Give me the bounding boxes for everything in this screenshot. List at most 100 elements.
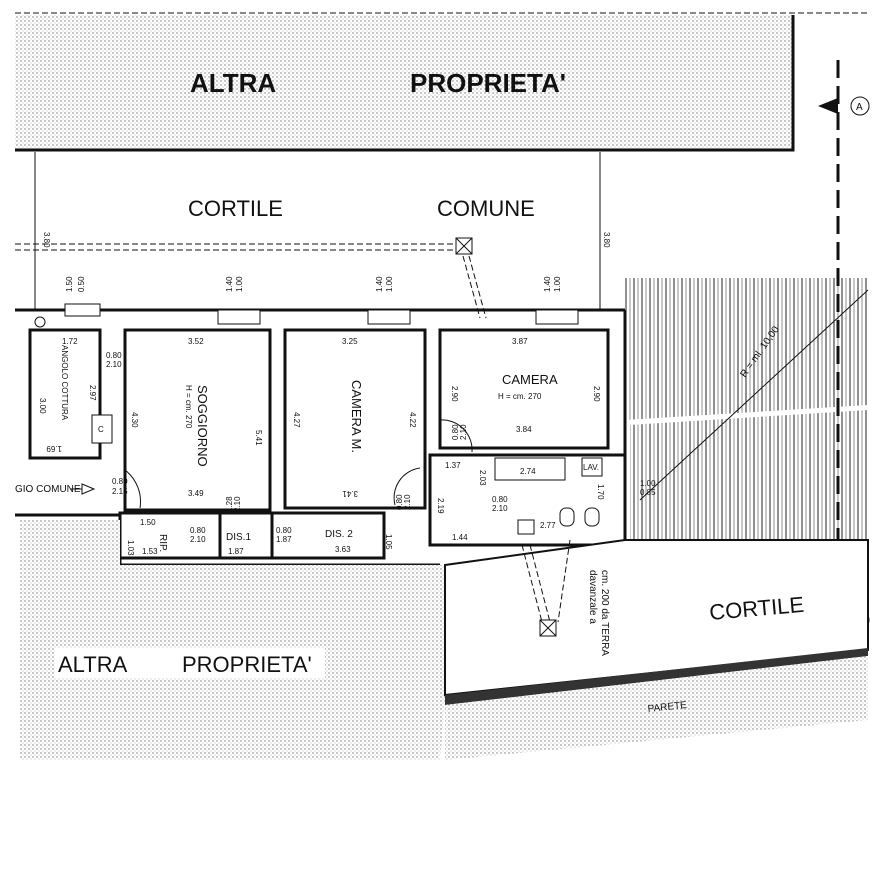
room-angolo-cottura <box>28 328 102 460</box>
svg-text:2.15: 2.15 <box>112 487 128 496</box>
svg-text:1.72: 1.72 <box>62 337 78 346</box>
courtyard-right-area <box>444 539 869 697</box>
svg-text:0.80: 0.80 <box>190 526 206 535</box>
svg-text:0.85: 0.85 <box>640 488 656 497</box>
wall-label: PARETE <box>647 700 688 715</box>
svg-text:2.10: 2.10 <box>403 494 412 510</box>
svg-text:1.05: 1.05 <box>384 534 393 550</box>
svg-text:H = cm. 270: H = cm. 270 <box>184 385 193 429</box>
svg-text:2.74: 2.74 <box>520 467 536 476</box>
svg-text:0.50: 0.50 <box>77 276 86 292</box>
svg-text:4.22: 4.22 <box>408 412 417 428</box>
svg-text:3.25: 3.25 <box>342 337 358 346</box>
svg-text:3.00: 3.00 <box>38 398 47 414</box>
svg-text:4.30: 4.30 <box>130 412 139 428</box>
svg-text:2.19: 2.19 <box>436 498 445 514</box>
room-label-soggiorno: SOGGIORNO <box>195 385 210 467</box>
dim-right-380: 3.80 <box>602 232 611 248</box>
svg-text:LAV.: LAV. <box>583 463 599 472</box>
top-property-label-1: ALTRA <box>190 68 276 98</box>
top-property-wall <box>15 15 795 152</box>
bathtub <box>494 457 566 481</box>
bottom-property-label-2: PROPRIETA' <box>182 652 312 677</box>
window-camera <box>535 309 579 325</box>
svg-text:1.87: 1.87 <box>276 535 292 544</box>
svg-text:1.40: 1.40 <box>225 276 234 292</box>
svg-text:2.03: 2.03 <box>478 470 487 486</box>
room-label-rip: RIP. <box>157 534 168 552</box>
svg-text:1.50: 1.50 <box>140 518 156 527</box>
room-label-camera-m: CAMERA M. <box>349 380 364 453</box>
svg-text:1.00: 1.00 <box>385 276 394 292</box>
boiler-box <box>91 414 113 444</box>
sink-small <box>584 507 600 527</box>
room-soggiorno <box>123 328 272 512</box>
svg-text:3.63: 3.63 <box>335 545 351 554</box>
bottom-property-label-1: ALTRA <box>58 652 128 677</box>
passage-label: GIO COMUNE <box>15 484 81 495</box>
window-soggiorno <box>217 309 261 325</box>
svg-text:2.97: 2.97 <box>88 385 97 401</box>
svg-text:2.10: 2.10 <box>106 360 122 369</box>
room-label-dis1: DIS.1 <box>226 532 251 543</box>
svg-text:1.70: 1.70 <box>596 484 605 500</box>
bottom-property-area <box>20 520 445 760</box>
bidet <box>517 519 535 535</box>
svg-text:2.10: 2.10 <box>459 424 468 440</box>
room-label-angolo-cottura: ANGOLO COTTURA <box>60 345 69 421</box>
dim-left-380: 3.80 <box>42 232 51 248</box>
room-bathroom <box>428 453 627 547</box>
right-hatched-area-2 <box>630 410 868 545</box>
courtyard-label-1: CORTILE <box>188 196 283 221</box>
svg-text:1.87: 1.87 <box>228 547 244 556</box>
svg-text:2.10: 2.10 <box>233 496 242 512</box>
svg-text:3.84: 3.84 <box>516 425 532 434</box>
svg-text:C: C <box>98 425 104 434</box>
svg-text:1.69: 1.69 <box>46 444 62 453</box>
top-property-label-2: PROPRIETA' <box>410 68 566 98</box>
svg-text:1.03: 1.03 <box>126 540 135 556</box>
svg-text:1.00: 1.00 <box>553 276 562 292</box>
svg-text:0.80: 0.80 <box>451 424 460 440</box>
svg-text:2.77: 2.77 <box>540 521 556 530</box>
svg-text:1.28: 1.28 <box>225 496 234 512</box>
svg-text:1.53: 1.53 <box>142 547 158 556</box>
section-arrow-top <box>818 98 838 114</box>
svg-text:5.41: 5.41 <box>254 430 263 446</box>
svg-text:2.90: 2.90 <box>450 386 459 402</box>
svg-text:0.80: 0.80 <box>106 351 122 360</box>
room-camera-m <box>283 328 427 510</box>
svg-text:H = cm. 270: H = cm. 270 <box>498 392 542 401</box>
wall-parete <box>445 648 868 705</box>
svg-text:1.40: 1.40 <box>543 276 552 292</box>
section-marker-top: A <box>856 102 863 113</box>
sill-label-1: davanzale a <box>587 570 598 624</box>
svg-text:4.27: 4.27 <box>292 412 301 428</box>
svg-text:2.10: 2.10 <box>190 535 206 544</box>
radius-line <box>639 289 869 501</box>
svg-text:0.80: 0.80 <box>492 495 508 504</box>
svg-text:1.00: 1.00 <box>235 276 244 292</box>
washbasin <box>581 457 603 477</box>
svg-text:1.00: 1.00 <box>640 479 656 488</box>
svg-text:1.40: 1.40 <box>375 276 384 292</box>
svg-text:3.49: 3.49 <box>188 489 204 498</box>
svg-text:3.41: 3.41 <box>342 489 358 498</box>
svg-text:0.80: 0.80 <box>395 494 404 510</box>
svg-text:3.52: 3.52 <box>188 337 204 346</box>
room-label-dis2: DIS. 2 <box>325 529 353 540</box>
svg-text:1.50: 1.50 <box>65 276 74 292</box>
svg-text:2.10: 2.10 <box>492 504 508 513</box>
svg-text:0.80: 0.80 <box>112 477 128 486</box>
courtyard-label-2: COMUNE <box>437 196 535 221</box>
svg-text:3.87: 3.87 <box>512 337 528 346</box>
sill-label-2: cm. 200 da TERRA <box>599 570 610 656</box>
room-label-camera: CAMERA <box>502 372 558 387</box>
entrance-arrow <box>81 483 96 495</box>
right-hatched-area-1 <box>625 278 868 420</box>
toilet <box>559 507 575 527</box>
room-dis2 <box>270 511 386 560</box>
svg-text:1.44: 1.44 <box>452 533 468 542</box>
window-camera-m <box>367 309 411 325</box>
